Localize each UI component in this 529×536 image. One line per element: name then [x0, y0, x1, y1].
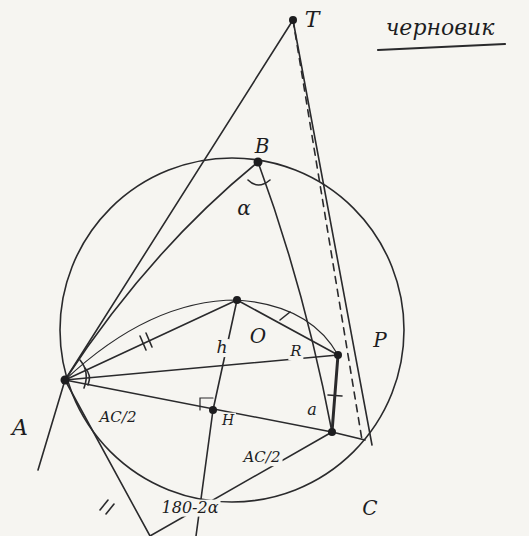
point [289, 16, 297, 24]
point [328, 428, 336, 436]
point [209, 406, 217, 414]
inner-arc [65, 300, 338, 380]
tick-mark [146, 333, 152, 347]
tangent-line [65, 380, 150, 536]
point-label: C [360, 498, 379, 519]
tick-mark [328, 395, 342, 396]
point [61, 376, 70, 385]
segment-label: AC/2 [98, 410, 139, 426]
point [233, 296, 241, 304]
circumcircle [60, 158, 404, 502]
angle-arc [248, 180, 270, 185]
tangent-line [150, 432, 332, 536]
angle-label: α [235, 198, 253, 219]
height-h [213, 300, 237, 410]
angle-arc [80, 360, 86, 388]
chord [65, 300, 237, 380]
base-ac [65, 380, 332, 432]
segment-label: h [215, 339, 230, 357]
point-label: B [253, 136, 272, 157]
segment-pk [332, 355, 338, 432]
underline [378, 44, 505, 50]
point-label: A [10, 416, 30, 439]
angle-label: 180-2α [160, 500, 221, 517]
point-label: O [248, 326, 268, 347]
point-label: H [220, 413, 236, 428]
extension-line [196, 410, 213, 536]
point [334, 351, 342, 359]
segment [332, 432, 365, 440]
side-line [65, 20, 293, 380]
dashed-line [293, 20, 362, 440]
tick-mark [106, 504, 114, 514]
tick-mark [280, 312, 290, 320]
tick-mark [100, 500, 108, 510]
segment-label: AC/2 [242, 450, 283, 466]
side-ab [65, 162, 258, 380]
side-bc [258, 162, 332, 432]
point-label: P [371, 330, 388, 351]
segment-label: R [288, 344, 303, 360]
segment-label: a [305, 402, 319, 419]
point-label: T [303, 8, 322, 31]
point [254, 158, 263, 167]
draft-note: черновик [384, 16, 497, 39]
extension-line [38, 380, 65, 470]
tick-mark [140, 336, 146, 350]
side-line [293, 20, 372, 445]
